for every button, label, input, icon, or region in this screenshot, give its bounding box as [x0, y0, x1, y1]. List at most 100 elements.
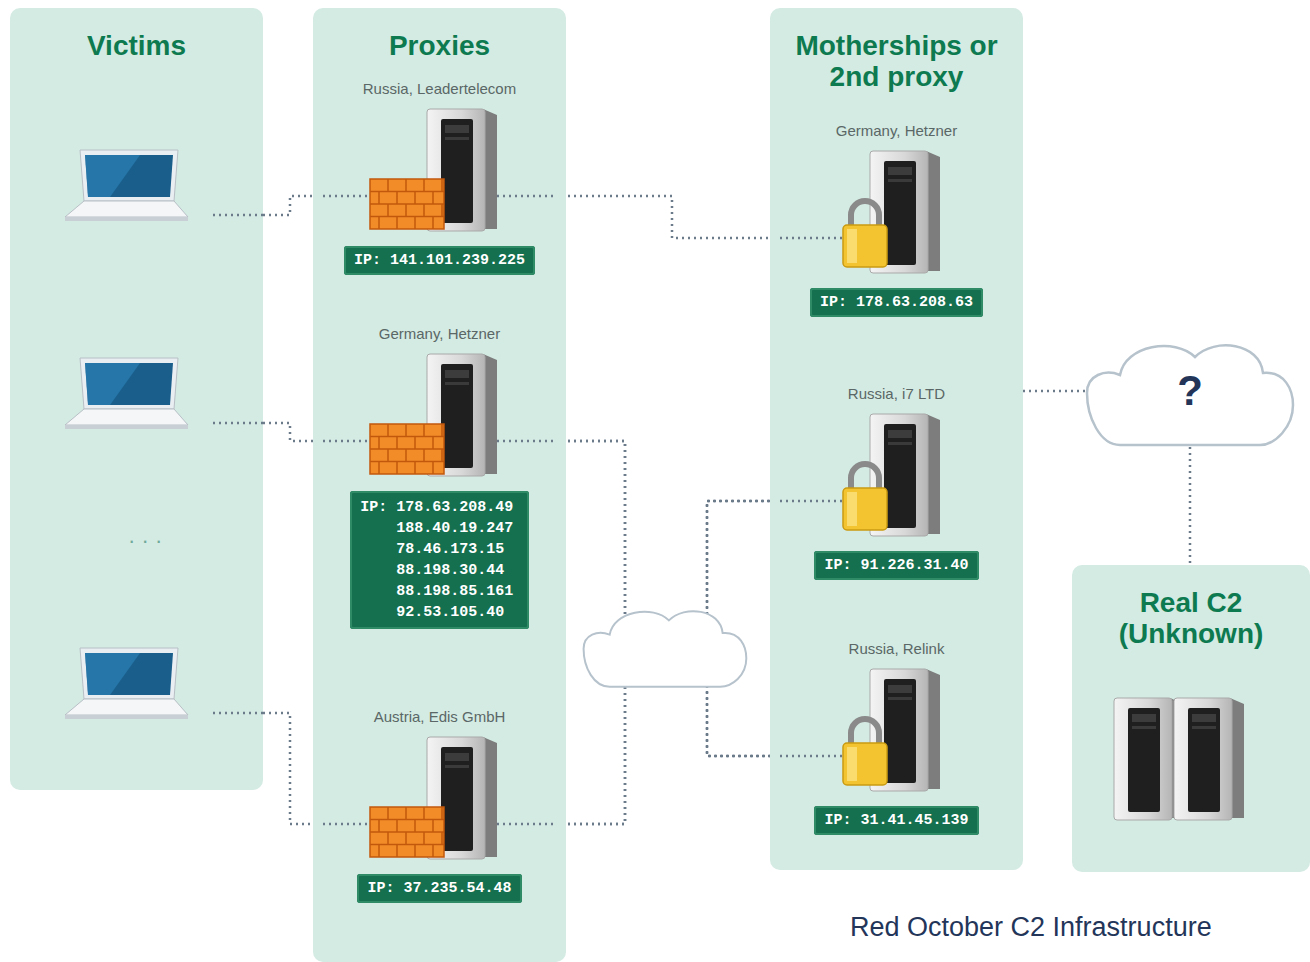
drawing-part: [1087, 345, 1293, 445]
column-panel: Motherships or 2nd proxyGermany, Hetzner…: [770, 8, 1023, 870]
server-node: Germany, HetznerIP: 178.63.208.63: [780, 122, 1013, 317]
dotted-connector: [556, 196, 780, 238]
ip-address-box: IP: 91.226.31.40: [814, 551, 978, 580]
drawing-part: [432, 437, 434, 450]
dotted-connector: [556, 501, 780, 824]
drawing-part: [1174, 698, 1232, 820]
drawing-part: [405, 832, 407, 845]
drawing-part: [323, 195, 370, 198]
proxy-server-icon: [323, 101, 556, 236]
drawing-part: [396, 845, 398, 858]
drawing-part: [323, 823, 370, 826]
drawing-part: [414, 462, 416, 475]
drawing-part: [843, 225, 887, 267]
drawing-part: [378, 437, 380, 450]
drawing-part: [441, 119, 473, 223]
laptop-icons: [10, 8, 263, 790]
unknown-mark: ?: [1177, 367, 1203, 415]
drawing-part: [396, 217, 398, 230]
drawing-part: [432, 217, 434, 230]
drawing-part: [445, 370, 469, 378]
drawing-part: [85, 653, 140, 695]
column-panel: Victims: [10, 8, 263, 790]
column-heading: Motherships or 2nd proxy: [770, 8, 1023, 93]
drawing-part: [441, 807, 443, 820]
drawing-part: [584, 611, 747, 687]
mothership-server-icon: [780, 143, 1013, 278]
drawing-part: [888, 430, 912, 438]
drawing-part: [387, 424, 389, 437]
drawing-part: [387, 179, 389, 192]
drawing-part: [847, 229, 857, 263]
drawing-part: [85, 363, 140, 405]
drawing-part: [405, 179, 407, 192]
drawing-part: [80, 648, 178, 699]
drawing-part: [445, 382, 469, 385]
drawing-part: [423, 179, 425, 192]
drawing-part: [445, 765, 469, 768]
drawing-part: [441, 424, 443, 437]
drawing-part: [888, 167, 912, 175]
drawing-part: [414, 820, 416, 833]
drawing-part: [65, 201, 188, 217]
server-location: Russia, i7 LTD: [848, 385, 945, 402]
server-location: Russia, Relink: [849, 640, 945, 657]
drawing-part: [396, 462, 398, 475]
drawing-part: [445, 137, 469, 140]
drawing-part: [888, 685, 912, 693]
column-heading: Real C2 (Unknown): [1072, 565, 1310, 650]
server-node: Russia, i7 LTD IP: 91.226.31.40: [780, 385, 1013, 580]
cloud-text-holder: ?: [1085, 335, 1295, 447]
drawing-part: [441, 204, 443, 217]
drawing-part: [1132, 714, 1156, 722]
drawing-part: [405, 204, 407, 217]
drawing-part: [85, 653, 173, 695]
drawing-part: [213, 712, 263, 715]
drawing-part: [780, 755, 843, 758]
drawing-part: [441, 747, 473, 851]
drawing-part: [1132, 726, 1156, 729]
drawing-part: [85, 155, 173, 197]
server-location: Germany, Hetzner: [379, 325, 500, 342]
drawing-part: [1192, 726, 1216, 729]
drawing-part: [497, 823, 556, 826]
drawing-part: [843, 488, 887, 530]
drawing-part: [584, 611, 747, 687]
drawing-part: [445, 125, 469, 133]
drawing-part: [65, 715, 188, 719]
drawing-part: [396, 192, 398, 205]
column-panel: Real C2 (Unknown): [1072, 565, 1310, 872]
drawing-part: [378, 820, 380, 833]
drawing-part: [843, 743, 887, 785]
drawing-part: [414, 845, 416, 858]
proxy-server-icon: [323, 729, 556, 864]
drawing-part: [441, 832, 443, 845]
ip-address-box: IP: 178.63.208.63: [810, 288, 983, 317]
drawing-part: [441, 449, 443, 462]
drawing-part: [441, 364, 473, 468]
drawing-part: [432, 820, 434, 833]
drawing-part: [441, 179, 443, 192]
drawing-part: [847, 492, 857, 526]
drawing-part: [414, 217, 416, 230]
drawing-part: [423, 807, 425, 820]
drawing-part: [497, 440, 556, 443]
drawing-part: [884, 161, 916, 265]
drawing-part: [1114, 698, 1172, 820]
server-location: Russia, Leadertelecom: [363, 80, 516, 97]
drawing-part: [378, 462, 380, 475]
drawing-part: [1128, 708, 1160, 812]
drawing-part: [1188, 708, 1220, 812]
diagram-title: Red October C2 Infrastructure: [850, 912, 1212, 943]
ip-address-box: IP: 178.63.208.49 188.40.19.247 78.46.17…: [350, 491, 528, 629]
drawing-part: [65, 217, 188, 221]
drawing-part: [378, 217, 380, 230]
drawing-part: [780, 500, 843, 503]
cloud-node: ?: [1085, 335, 1295, 447]
dotted-connector: [1023, 390, 1085, 393]
drawing-part: [387, 204, 389, 217]
drawing-part: [423, 424, 425, 437]
drawing-part: [396, 820, 398, 833]
drawing-part: [423, 449, 425, 462]
